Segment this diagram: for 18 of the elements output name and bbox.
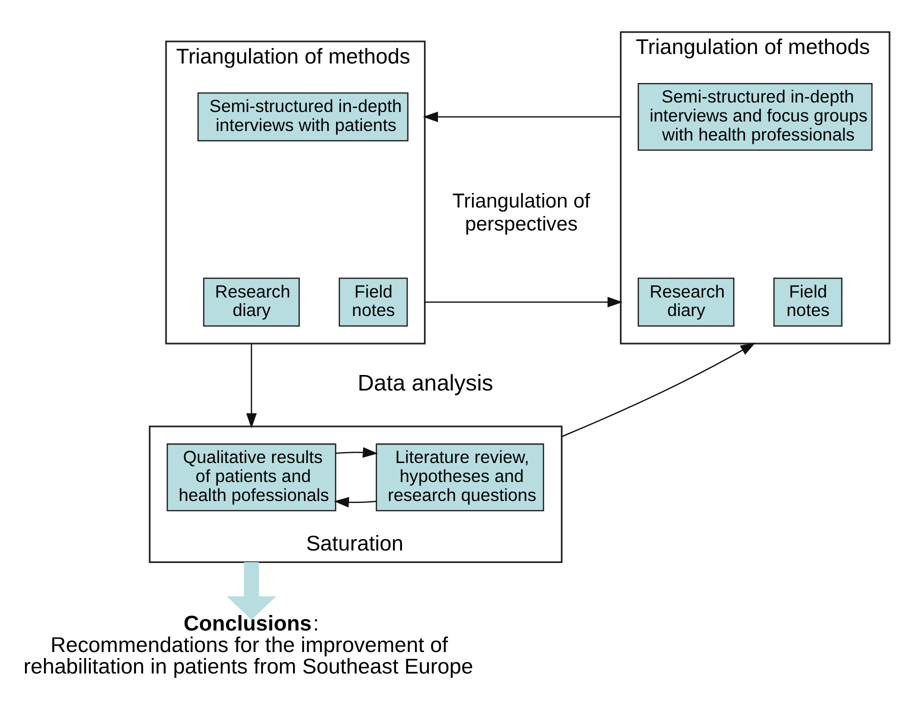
arrow: [422, 111, 621, 122]
arrow: [334, 496, 376, 507]
arrow: [226, 562, 276, 620]
label: Triangulation of perspectives: [452, 190, 590, 235]
node-box: Qualitative results of patients and health pofessionals: [166, 442, 336, 511]
node-box: Research diary: [203, 277, 300, 326]
node-box: Research diary: [638, 277, 734, 326]
node-text: Conclusions: Recommendations for the improvement of rehabilitation in patients from Southeast Europe: [23, 611, 474, 678]
arrow: [424, 296, 623, 307]
node-box: Field notes: [338, 277, 408, 326]
arrow: [336, 446, 378, 458]
arrow: [246, 343, 257, 428]
node-box: Field notes: [773, 277, 842, 326]
node-box: Semi-structured in-depth interviews and focus groups with health professionals: [638, 82, 873, 150]
label: Data analysis: [358, 370, 494, 396]
arrow: [561, 342, 756, 437]
node-box: Literature review, hypotheses and research questions: [376, 442, 544, 511]
node-box: Semi-structured in-depth interviews with patients: [197, 92, 408, 141]
